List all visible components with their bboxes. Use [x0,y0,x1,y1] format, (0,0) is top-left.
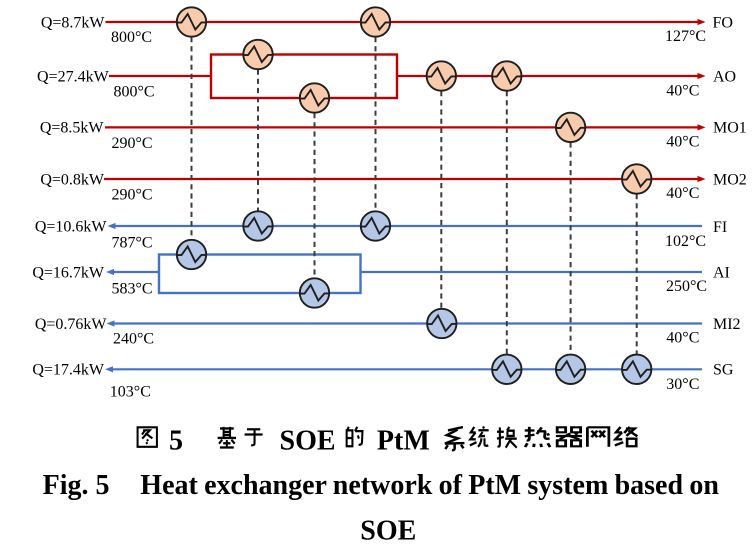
svg-text:Q=8.7kW: Q=8.7kW [41,14,106,31]
svg-text:PtM: PtM [377,425,430,456]
svg-text:30°C: 30°C [666,376,699,393]
svg-text:290°C: 290°C [112,186,153,203]
svg-text:583°C: 583°C [112,280,153,297]
svg-text:Q=0.76kW: Q=0.76kW [35,316,108,333]
svg-text:FI: FI [713,219,727,236]
svg-text:AI: AI [713,264,730,281]
svg-text:MO1: MO1 [713,120,747,137]
svg-text:Q=0.8kW: Q=0.8kW [40,171,105,188]
svg-text:40°C: 40°C [666,330,699,347]
svg-text:Q=16.7kW: Q=16.7kW [32,264,105,281]
svg-text:290°C: 290°C [112,135,153,152]
svg-text:103°C: 103°C [110,383,151,400]
svg-text:800°C: 800°C [114,84,155,101]
svg-text:40°C: 40°C [666,134,699,151]
svg-text:SOE: SOE [280,425,336,456]
svg-text:MO2: MO2 [713,171,747,188]
svg-text:102°C: 102°C [665,233,706,250]
svg-text:5: 5 [169,425,183,456]
svg-text:SG: SG [713,362,734,379]
svg-text:40°C: 40°C [666,83,699,100]
svg-text:Q=8.5kW: Q=8.5kW [40,120,105,137]
svg-text:250°C: 250°C [666,278,707,295]
svg-text:AO: AO [713,68,736,85]
svg-text:40°C: 40°C [666,185,699,202]
svg-text:Q=10.6kW: Q=10.6kW [35,218,108,235]
svg-text:787°C: 787°C [112,235,153,252]
svg-text:Heat exchanger network of PtM: Heat exchanger network of PtM system bas… [140,470,719,501]
svg-text:Q=17.4kW: Q=17.4kW [32,362,105,379]
svg-text:FO: FO [713,14,733,31]
svg-text:127°C: 127°C [665,28,706,45]
svg-text:Fig. 5: Fig. 5 [43,470,110,501]
svg-text:MI2: MI2 [713,316,741,333]
svg-text:Q=27.4kW: Q=27.4kW [37,68,110,85]
svg-text:SOE: SOE [360,515,416,546]
svg-text:800°C: 800°C [111,29,152,46]
svg-text:240°C: 240°C [113,331,154,348]
